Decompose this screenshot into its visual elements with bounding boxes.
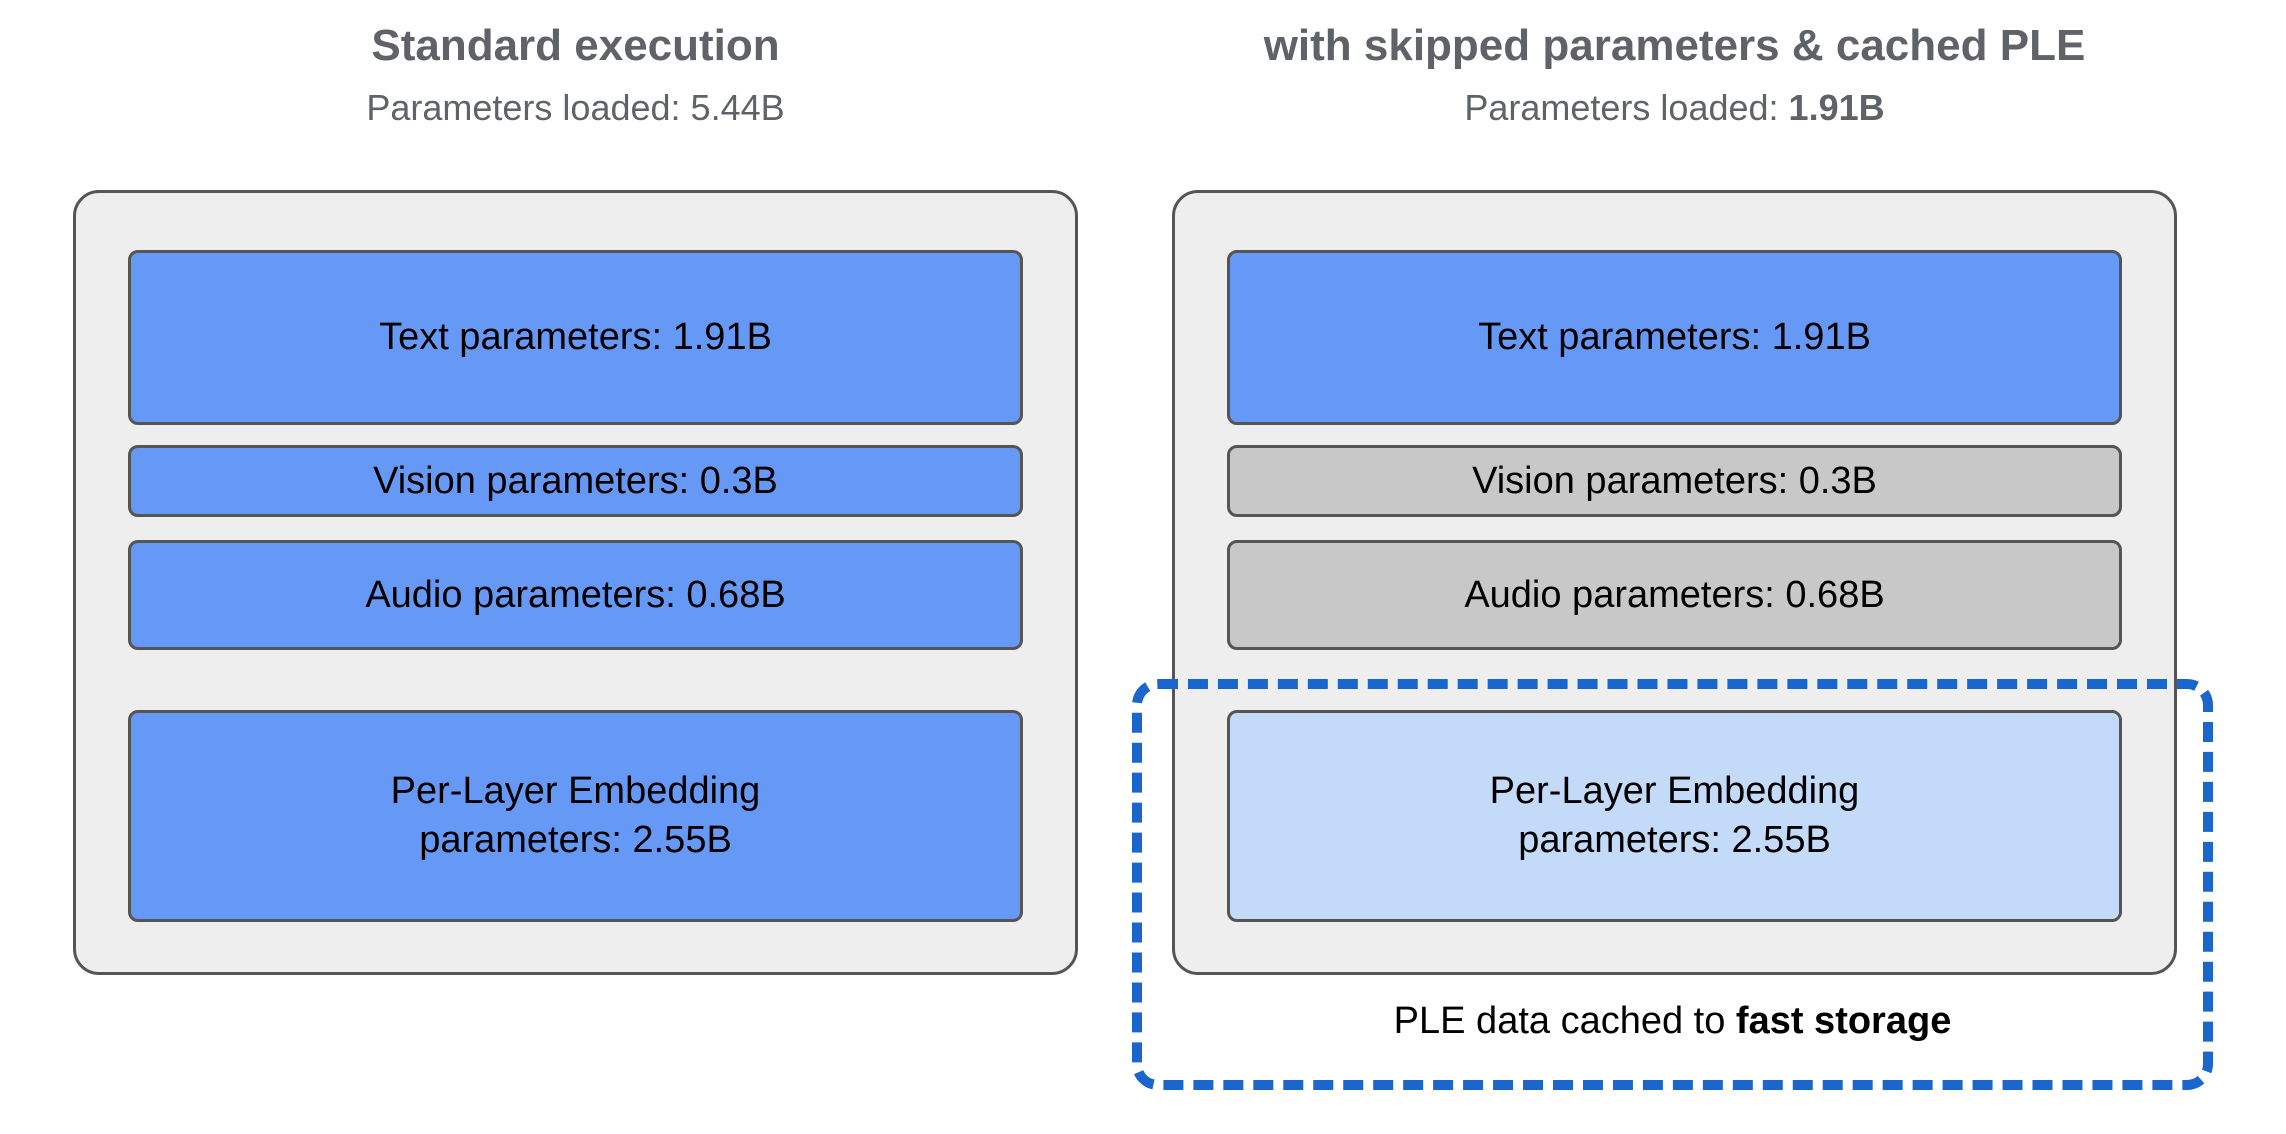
column-subtitle-optimized: Parameters loaded: 1.91B (1172, 88, 2177, 128)
column-subtitle-optimized-value: 1.91B (1788, 87, 1885, 129)
cache-caption: PLE data cached to fast storage (1132, 1000, 2213, 1043)
column-title-optimized: with skipped parameters & cached PLE (1263, 21, 2086, 70)
column-subtitle-standard-prefix: Parameters loaded: (366, 87, 691, 129)
column-title-standard: Standard execution (371, 21, 780, 70)
block-standard-audio[interactable]: Audio parameters: 0.68B (128, 540, 1023, 650)
cache-caption-emphasis: fast storage (1735, 1000, 1952, 1042)
column-subtitle-standard: Parameters loaded: 5.44B (73, 88, 1078, 128)
column-header-standard: Standard execution Parameters loaded: 5.… (73, 21, 1078, 128)
block-standard-vision[interactable]: Vision parameters: 0.3B (128, 445, 1023, 517)
block-optimized-ple[interactable]: Per-Layer Embedding parameters: 2.55B (1227, 710, 2122, 922)
column-header-optimized: with skipped parameters & cached PLE Par… (1172, 21, 2177, 128)
column-subtitle-optimized-prefix: Parameters loaded: (1464, 87, 1789, 129)
column-subtitle-standard-value: 5.44B (690, 87, 785, 129)
block-standard-ple[interactable]: Per-Layer Embedding parameters: 2.55B (128, 710, 1023, 922)
block-optimized-audio[interactable]: Audio parameters: 0.68B (1227, 540, 2122, 650)
block-standard-text[interactable]: Text parameters: 1.91B (128, 250, 1023, 425)
block-optimized-vision[interactable]: Vision parameters: 0.3B (1227, 445, 2122, 517)
block-optimized-text[interactable]: Text parameters: 1.91B (1227, 250, 2122, 425)
cache-caption-prefix: PLE data cached to (1393, 1000, 1736, 1042)
